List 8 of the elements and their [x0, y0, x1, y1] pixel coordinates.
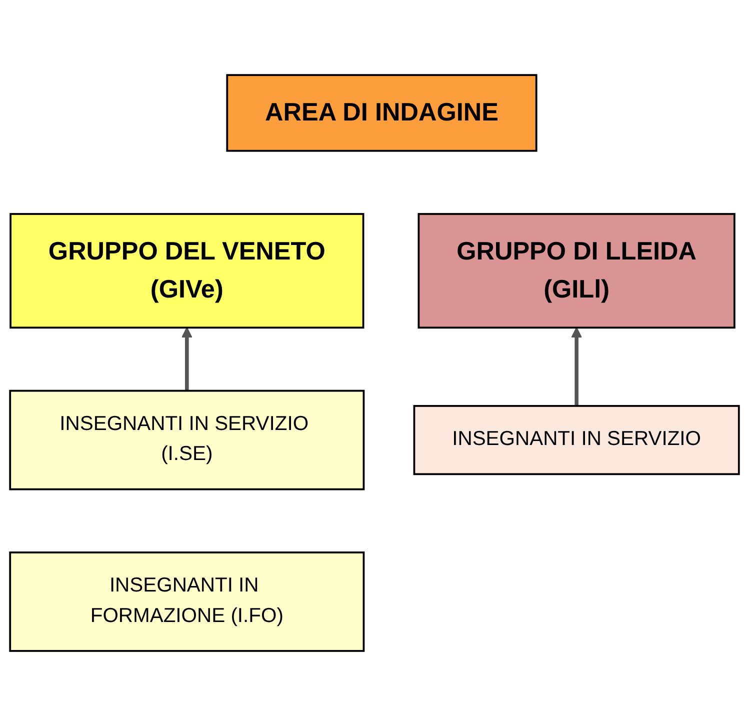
node-box: INSEGNANTI IN SERVIZIO (I.SE)	[9, 390, 365, 490]
node-box: INSEGNANTI IN FORMAZIONE (I.FO)	[9, 551, 365, 652]
node-box: GRUPPO DI LLEIDA (GILl)	[418, 213, 736, 329]
node-box: AREA DI INDAGINE	[226, 74, 538, 152]
node-box: INSEGNANTI IN SERVIZIO	[413, 405, 740, 476]
arrow	[181, 327, 192, 391]
arrow	[571, 327, 582, 406]
node-box: GRUPPO DEL VENETO (GIVe)	[10, 213, 364, 329]
